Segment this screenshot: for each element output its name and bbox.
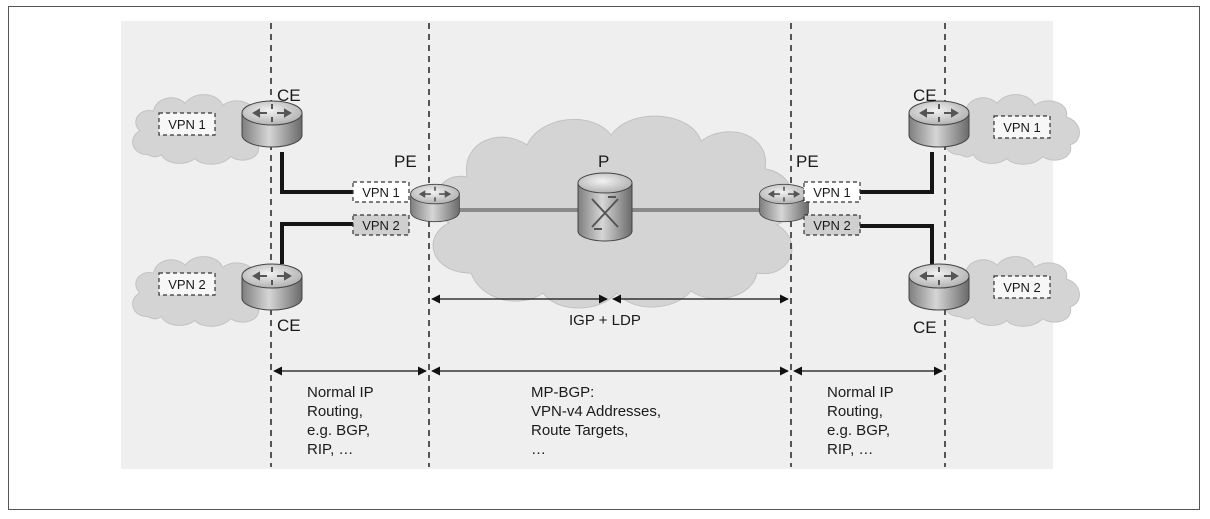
middle-routing-line-4: … (531, 441, 546, 458)
boundary-lines (270, 23, 946, 467)
vpn-label-pe-left-1: VPN 1 (362, 185, 400, 200)
middle-routing-line-3: Route Targets, (531, 422, 628, 439)
router-icon-ce-bottom-right (908, 263, 970, 311)
vpn-box-site-bottom-right (993, 275, 1051, 299)
ce-label-top-left: CE (277, 86, 301, 105)
router-icon-pe-left (409, 183, 461, 223)
link-pe-to-ce-bottom-right (860, 224, 934, 264)
left-routing-line-2: Routing, (307, 403, 363, 420)
right-routing-line-4: RIP, … (827, 441, 873, 458)
right-routing-line-3: e.g. BGP, (827, 422, 890, 439)
vpn-box-pe-right-2 (803, 214, 861, 236)
vpn-label-site-top-left: VPN 1 (168, 117, 206, 132)
middle-routing-line-2: VPN-v4 Addresses, (531, 403, 661, 420)
router-icon-p-core (577, 172, 633, 242)
link-ce-top-left-to-pe (280, 152, 353, 194)
vpn-label-pe-right-1: VPN 1 (813, 185, 851, 200)
router-icon-ce-top-right (908, 100, 970, 148)
vpn-label-site-top-right: VPN 1 (1003, 120, 1041, 135)
router-icon-ce-bottom-left (241, 263, 303, 311)
ce-label-bottom-right: CE (913, 318, 937, 337)
mpls-vpn-diagram: VPN 1 VPN 2 VPN 1 VPN 2 VPN 1 VPN 2 VPN … (121, 21, 1080, 469)
link-pe-to-ce-top-right (860, 152, 934, 194)
vpn-box-pe-right-1 (803, 181, 861, 203)
right-routing-line-2: Routing, (827, 403, 883, 420)
ce-label-bottom-left: CE (277, 316, 301, 335)
vpn-box-site-bottom-left (158, 272, 216, 296)
left-routing-line-4: RIP, … (307, 441, 353, 458)
pe-label-right: PE (796, 152, 819, 171)
vpn-label-pe-right-2: VPN 2 (813, 218, 851, 233)
link-ce-bottom-left-to-pe (280, 222, 353, 264)
vpn-box-site-top-left (158, 112, 216, 136)
router-icon-ce-top-left (241, 100, 303, 148)
vpn-box-pe-left-2 (352, 214, 410, 236)
vpn-label-site-bottom-right: VPN 2 (1003, 280, 1041, 295)
ce-label-top-right: CE (913, 86, 937, 105)
p-label: P (598, 152, 609, 171)
vpn-box-site-top-right (993, 115, 1051, 139)
vpn-label-pe-left-2: VPN 2 (362, 218, 400, 233)
vpn-box-pe-left-1 (352, 181, 410, 203)
right-routing-line-1: Normal IP (827, 384, 894, 401)
middle-routing-line-1: MP-BGP: (531, 384, 594, 401)
left-routing-line-3: e.g. BGP, (307, 422, 370, 439)
left-routing-line-1: Normal IP (307, 384, 374, 401)
router-icon-pe-right (758, 183, 810, 223)
pe-label-left: PE (394, 152, 417, 171)
vpn-label-site-bottom-left: VPN 2 (168, 277, 206, 292)
figure-frame: VPN 1 VPN 2 VPN 1 VPN 2 VPN 1 VPN 2 VPN … (8, 6, 1200, 510)
igp-ldp-label: IGP + LDP (569, 312, 641, 329)
